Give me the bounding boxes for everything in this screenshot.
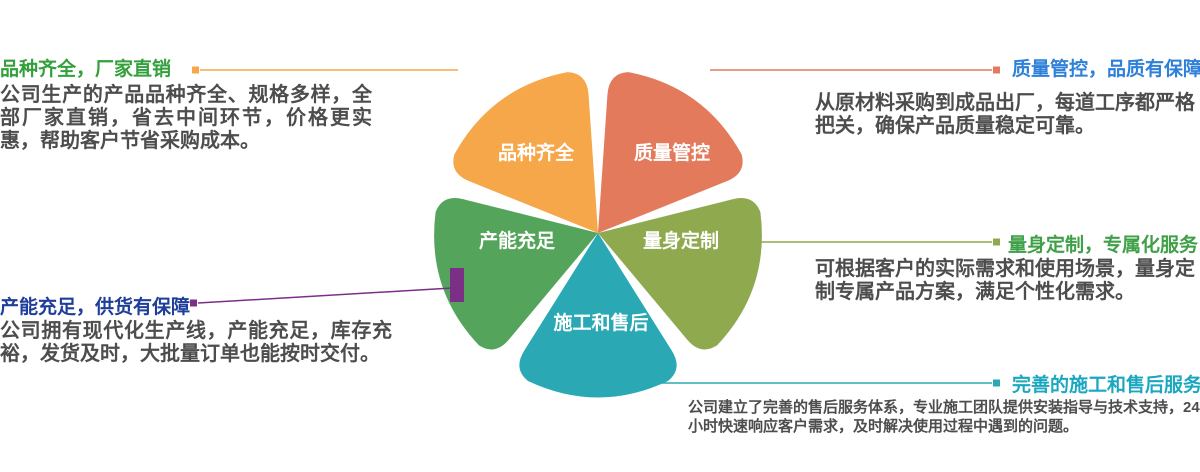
petal-label-custom: 量身定制 xyxy=(643,229,719,252)
petal-custom xyxy=(598,198,762,350)
callout-title-quality: 质量管控，品质有保障 xyxy=(1012,59,1200,80)
connector-dot-top-left xyxy=(192,66,199,74)
petal-capacity xyxy=(434,198,598,350)
callout-title-custom: 量身定制，专属化服务 xyxy=(1008,235,1199,256)
service-note-line2: 小时快速响应客户需求，及时解决使用过程中遇到的问题。 xyxy=(688,418,1079,435)
connector-dot-bottom-right xyxy=(993,379,1000,387)
petal-variety xyxy=(453,72,598,233)
callout-body-variety: 公司生产的产品品种齐全、规格多样，全部厂家直销，省去中间环节，价格更实惠，帮助客… xyxy=(0,84,372,152)
callout-title-service: 完善的施工和售后服务 xyxy=(1012,375,1200,396)
petal-label-variety: 品种齐全 xyxy=(498,141,575,164)
petal-quality xyxy=(598,72,743,233)
petal-label-service: 施工和售后 xyxy=(553,311,648,334)
petal-label-capacity: 产能充足 xyxy=(479,229,556,252)
service-note: 公司建立了完善的售后服务体系，专业施工团队提供安装指导与技术支持，24 小时快速… xyxy=(688,398,1200,436)
callout-body-capacity: 公司拥有现代化生产线，产能充足，库存充裕，发货及时，大批量订单也能按时交付。 xyxy=(0,320,392,365)
callout-body-custom: 可根据客户的实际需求和使用场景，量身定制专属产品方案，满足个性化需求。 xyxy=(815,258,1195,303)
connector-dot-mid-left xyxy=(190,299,197,307)
connector-dot-top-right xyxy=(993,66,1000,74)
petal-service xyxy=(519,233,677,398)
service-note-line1: 公司建立了完善的售后服务体系，专业施工团队提供安装指导与技术支持，24 xyxy=(688,399,1200,416)
callout-title-capacity: 产能充足，供货有保障 xyxy=(0,297,191,318)
connector-mid-left xyxy=(197,287,453,304)
callout-body-quality: 从原材料采购到成品出厂，每道工序都严格把关，确保产品质量稳定可靠。 xyxy=(815,92,1195,137)
petal-label-quality: 质量管控 xyxy=(634,141,710,164)
connector-dot-mid-right xyxy=(993,238,1000,246)
callout-title-variety: 品种齐全，厂家直销 xyxy=(0,59,172,80)
flower-diagram: 品种齐全 质量管控 量身定制 施工和售后 产能充足 xyxy=(434,72,762,398)
